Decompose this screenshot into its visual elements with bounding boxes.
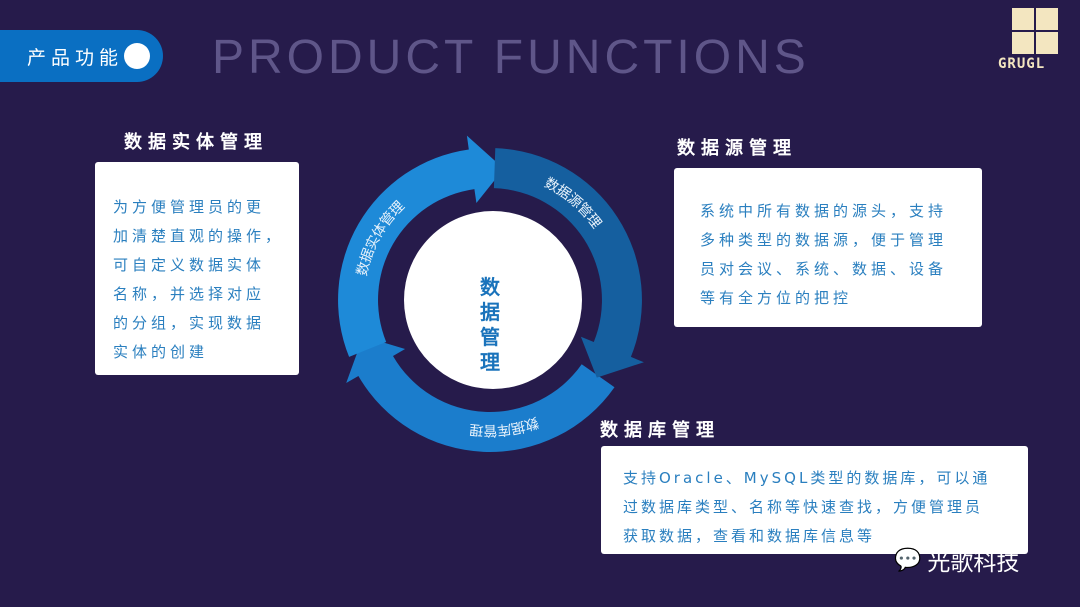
- circle-dot-icon: [124, 43, 150, 69]
- center-label: 数据管理: [480, 275, 500, 374]
- center-circle: 数据管理: [404, 211, 582, 389]
- card-database: 支持Oracle、MySQL类型的数据库，可以通 过数据库类型、名称等快速查找，…: [601, 446, 1028, 554]
- card-line: 支持Oracle、MySQL类型的数据库，可以通: [623, 469, 991, 487]
- section-title-source: 数据源管理: [677, 138, 797, 159]
- arc-arrow-entity: [338, 135, 504, 357]
- card-line: 名称，并选择对应: [113, 285, 266, 303]
- logo-text: GRUGL: [998, 56, 1046, 72]
- card-line: 过数据库类型、名称等快速查找，方便管理员: [623, 498, 984, 516]
- card-line: 加清楚直观的操作，: [113, 227, 285, 245]
- card-line: 系统中所有数据的源头，支持: [700, 202, 948, 220]
- card-line: 可自定义数据实体: [113, 256, 266, 274]
- section-title-entity: 数据实体管理: [124, 132, 268, 153]
- watermark: 💬 光歌科技: [894, 543, 1019, 577]
- logo-s-block: [1036, 32, 1058, 54]
- card-line: 的分组，实现数据: [113, 314, 266, 332]
- watermark-text: 光歌科技: [927, 550, 1020, 576]
- card-line: 多种类型的数据源，便于管理: [700, 231, 948, 249]
- section-title-database: 数据库管理: [600, 420, 720, 441]
- card-line: 等有全方位的把控: [700, 289, 853, 307]
- card-source: 系统中所有数据的源头，支持 多种类型的数据源，便于管理 员对会议、系统、数据、设…: [674, 168, 982, 327]
- section-label: 产品功能: [27, 47, 124, 69]
- card-line: 实体的创建: [113, 343, 209, 361]
- page-title: PRODUCT FUNCTIONS: [212, 31, 810, 84]
- section-label-pill: 产品功能: [0, 30, 163, 82]
- card-line: 获取数据，查看和数据库信息等: [623, 527, 876, 545]
- arc-arrow-database: [346, 336, 615, 452]
- logo: GRUGL: [998, 8, 1074, 72]
- card-line: 员对会议、系统、数据、设备: [700, 260, 948, 278]
- arc-arrow-source: [493, 148, 644, 378]
- logo-g-block: [1012, 8, 1034, 30]
- card-entity: 为方便管理员的更 加清楚直观的操作， 可自定义数据实体 名称，并选择对应 的分组…: [95, 162, 299, 375]
- card-line: 为方便管理员的更: [113, 198, 266, 216]
- wechat-icon: 💬: [894, 547, 922, 573]
